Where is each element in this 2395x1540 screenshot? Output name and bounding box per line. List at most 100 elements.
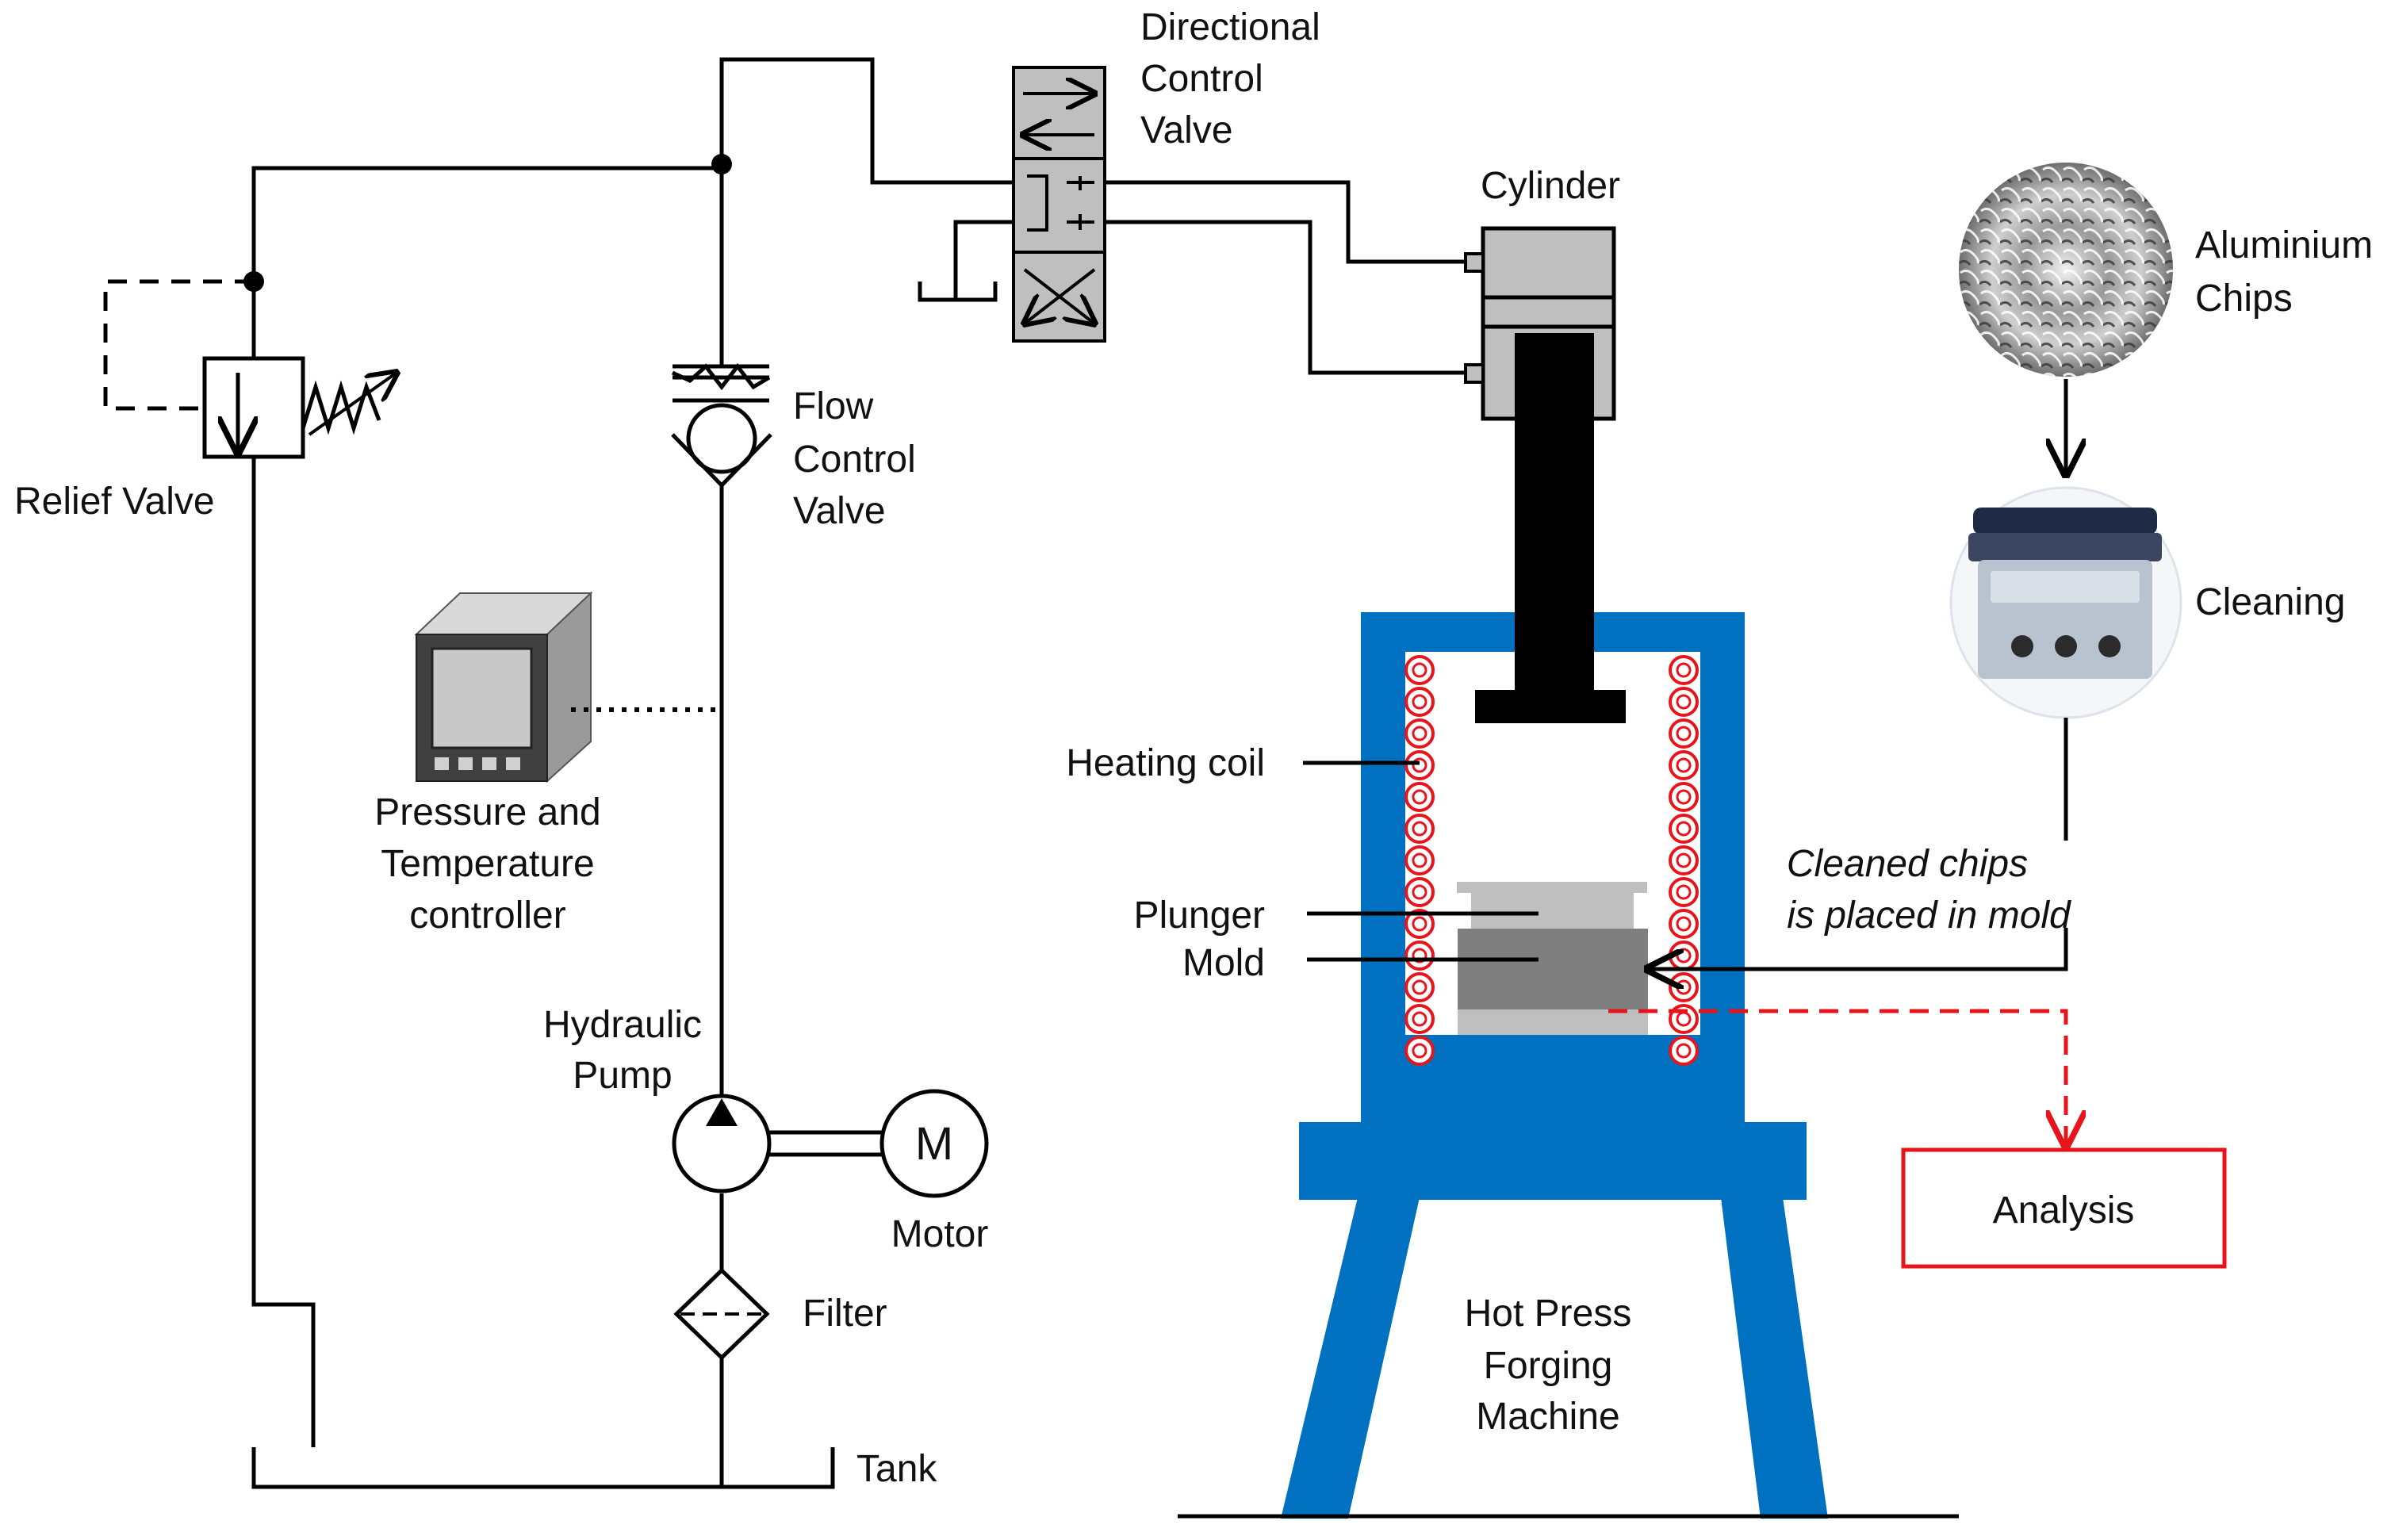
arrow-mold-to-analysis — [1608, 1009, 2066, 1146]
coil-loop — [1404, 845, 1435, 875]
label-flow-3: Valve — [793, 490, 886, 532]
coil-loop — [1404, 1004, 1435, 1034]
label-ptc-3: controller — [409, 895, 565, 937]
coil-loop-inner — [1676, 916, 1692, 932]
ultrasonic-cleaner-image — [1949, 486, 2182, 719]
label-ptc-1: Pressure and — [374, 791, 601, 833]
coil-loop-inner — [1412, 821, 1427, 837]
hydraulic-pump — [672, 1094, 772, 1193]
coil-loop-inner — [1676, 884, 1692, 900]
label-directional-3: Valve — [1140, 109, 1233, 151]
label-press-3: Machine — [1476, 1396, 1619, 1438]
pressure-line-to-valve — [719, 57, 1027, 185]
coil-loop — [1669, 909, 1699, 939]
coil-loop-inner — [1676, 852, 1692, 868]
valve-tank-return — [953, 220, 1027, 300]
coil-loop-inner — [1412, 884, 1427, 900]
coil-loop — [1404, 972, 1435, 1002]
coil-loop — [1669, 972, 1699, 1002]
coil-loop — [1404, 814, 1435, 844]
label-directional-1: Directional — [1140, 6, 1320, 48]
press-ram — [1475, 333, 1626, 723]
mold — [1458, 929, 1648, 1009]
coil-loop-inner — [1412, 694, 1427, 710]
coil-loop — [1669, 718, 1699, 749]
coil-loop-inner — [1412, 726, 1427, 741]
label-analysis: Analysis — [1993, 1189, 2135, 1232]
coil-loop — [1669, 655, 1699, 685]
coil-loop — [1404, 877, 1435, 907]
coil-loop-inner — [1412, 757, 1427, 773]
heating-coil-right — [1669, 655, 1699, 1066]
coil-loop — [1404, 687, 1435, 717]
junction-node-top — [711, 154, 732, 174]
coil-loop — [1404, 655, 1435, 685]
label-plunger: Plunger — [1134, 895, 1265, 937]
coil-loop — [1669, 877, 1699, 907]
relief-return-line — [251, 456, 316, 1447]
coil-loop — [1669, 687, 1699, 717]
heating-coil-left — [1404, 655, 1435, 1066]
label-heating-coil: Heating coil — [1066, 742, 1265, 784]
coil-loop-inner — [1412, 1043, 1427, 1059]
label-filter: Filter — [803, 1293, 887, 1335]
flow-control-valve — [671, 362, 772, 488]
label-cylinder: Cylinder — [1481, 165, 1620, 207]
label-pump-1: Hydraulic — [543, 1004, 702, 1046]
plunger — [1471, 893, 1634, 929]
label-flow-2: Control — [793, 439, 916, 481]
label-cleaned-1: Cleaned chips — [1787, 843, 2028, 885]
label-tank: Tank — [856, 1448, 937, 1490]
coil-loop — [1669, 750, 1699, 780]
relief-valve — [202, 356, 397, 459]
arrow-to-mold — [1648, 928, 2068, 969]
hydraulic-lines — [103, 57, 1475, 1489]
coil-loop-inner — [1676, 757, 1692, 773]
line-valve-to-cylinder-cap — [1102, 180, 1475, 264]
motor-coupling — [769, 1130, 882, 1157]
motor: M — [879, 1089, 989, 1198]
coil-loop-inner — [1412, 789, 1427, 805]
coil-loop — [1404, 909, 1435, 939]
relief-pilot-line — [103, 279, 254, 411]
coil-loop-inner — [1676, 789, 1692, 805]
label-mold: Mold — [1182, 942, 1265, 984]
coil-loop-inner — [1412, 979, 1427, 995]
coil-loop — [1669, 940, 1699, 971]
label-pump-2: Pump — [573, 1055, 672, 1097]
coil-loop — [1404, 940, 1435, 971]
label-aluminium-2: Chips — [2195, 278, 2293, 320]
coil-loop — [1669, 1036, 1699, 1066]
coil-loop-inner — [1412, 1011, 1427, 1027]
tank-symbol — [251, 1447, 835, 1489]
coil-loop-inner — [1412, 852, 1427, 868]
coil-loop-inner — [1676, 726, 1692, 741]
coil-loop — [1669, 814, 1699, 844]
coil-loop — [1404, 782, 1435, 812]
coil-loop — [1404, 750, 1435, 780]
aluminium-chips-image — [1959, 163, 2173, 377]
coil-loop-inner — [1676, 694, 1692, 710]
line-valve-to-cylinder-rod — [1102, 220, 1475, 375]
coil-loop-inner — [1676, 662, 1692, 678]
pressure-temperature-controller — [414, 591, 593, 783]
coil-loop-inner — [1676, 821, 1692, 837]
label-directional-2: Control — [1140, 58, 1263, 100]
filter — [673, 1267, 770, 1361]
coil-loop-inner — [1412, 948, 1427, 963]
valve-tank-symbol — [918, 282, 998, 302]
label-cleaned-2: is placed in mold — [1787, 895, 2071, 937]
coil-loop-inner — [1412, 916, 1427, 932]
label-motor: Motor — [891, 1213, 989, 1255]
analysis-box: Analysis — [1901, 1147, 2227, 1269]
coil-loop — [1404, 1036, 1435, 1066]
label-press-1: Hot Press — [1465, 1293, 1632, 1335]
coil-loop — [1404, 718, 1435, 749]
label-flow-1: Flow — [793, 385, 874, 427]
motor-symbol: M — [915, 1118, 953, 1170]
coil-loop-inner — [1412, 662, 1427, 678]
coil-loop — [1669, 782, 1699, 812]
label-relief-valve: Relief Valve — [14, 481, 215, 523]
label-cleaning: Cleaning — [2195, 581, 2345, 623]
